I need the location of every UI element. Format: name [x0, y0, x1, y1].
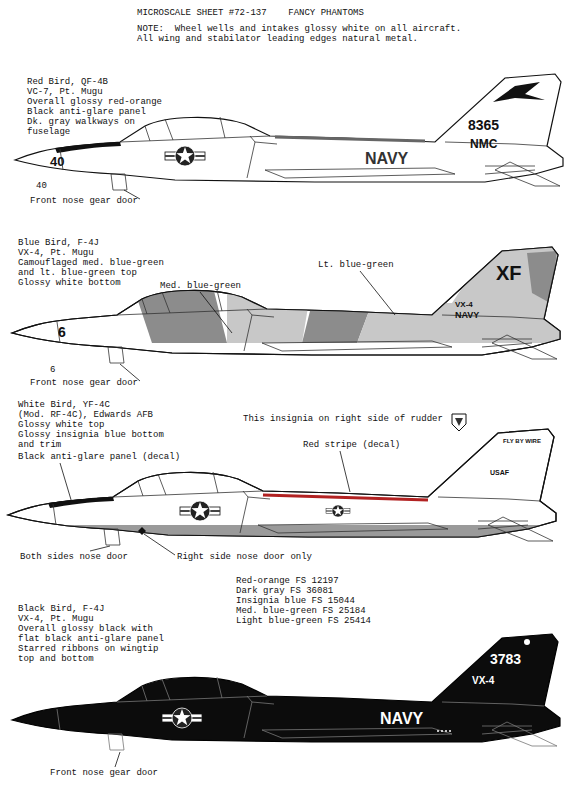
aircraft-marking: VX-4 — [455, 300, 473, 310]
spec-text: Glossy insignia blue bottom and trim — [18, 430, 168, 450]
aircraft-marking: VX-4 — [472, 675, 494, 686]
color-spec: Red-orange FS 12197 — [236, 576, 339, 586]
aircraft-marking: NAVY — [365, 150, 408, 168]
color-spec: Med. blue-green FS 25184 — [236, 606, 366, 616]
spec-text: VX-4, Pt. Mugu — [18, 248, 94, 258]
spec-text: VC-7, Pt. Mugu — [27, 87, 103, 97]
aircraft-marking: 40 — [50, 155, 64, 169]
spec-text: Glossy white bottom — [18, 278, 121, 288]
spec-text: Overall glossy black with flat black ant… — [18, 624, 178, 644]
spec-text: Red Bird, QF-4B — [27, 77, 108, 87]
callout-text: This insignia on right side of rudder — [243, 414, 443, 424]
callout-text: Front nose gear door — [50, 768, 158, 778]
aircraft-marking: 3783 — [490, 652, 521, 667]
spec-text: VX-4, Pt. Mugu — [18, 614, 94, 624]
callout-text: Front nose gear door — [30, 196, 138, 206]
aircraft-marking: USAF — [490, 468, 509, 478]
spec-text: Camouflaged med. blue-green and lt. blue… — [18, 258, 168, 278]
callout-text: Right side nose door only — [177, 552, 312, 562]
aircraft-marking: NAVY — [455, 310, 479, 320]
callout-text: Med. blue-green — [160, 281, 241, 291]
spec-text: Blue Bird, F-4J — [18, 238, 99, 248]
aircraft-marking: FLY BY WIRE — [503, 436, 541, 446]
callout-text: Red stripe (decal) — [303, 440, 400, 450]
sheet-title: MICROSCALE SHEET #72-137 FANCY PHANTOMS — [137, 8, 364, 18]
spec-text: (Mod. RF-4C), Edwards AFB — [18, 410, 153, 420]
callout-number: 6 — [50, 365, 55, 375]
spec-text: Overall glossy red-orange — [27, 97, 162, 107]
callout-text: Black anti-glare panel (decal) — [18, 452, 180, 462]
color-spec: Dark gray FS 36081 — [236, 586, 333, 596]
spec-text: Black Bird, F-4J — [18, 604, 104, 614]
spec-text: White Bird, YF-4C — [18, 400, 110, 410]
color-spec: Light blue-green FS 25414 — [236, 616, 371, 626]
callout-number: 40 — [36, 181, 47, 191]
callout-text: Both sides nose door — [20, 552, 128, 562]
aircraft-marking: 8365 — [468, 118, 499, 133]
aircraft-marking: 6 — [58, 325, 66, 340]
aircraft-marking: NAVY — [380, 710, 423, 728]
note-text: NOTE: Wheel wells and intakes glossy whi… — [137, 24, 482, 44]
callout-text: Front nose gear door — [30, 378, 138, 388]
callout-text: Lt. blue-green — [318, 260, 394, 270]
spec-text: Black anti-glare panel — [27, 107, 146, 117]
spec-text: Starred ribbons on wingtip top and botto… — [18, 644, 168, 664]
spec-text: Dk. gray walkways on fuselage — [27, 117, 147, 137]
aircraft-marking: NMC — [470, 138, 497, 151]
aircraft-marking: XF — [496, 262, 522, 284]
spec-text: Glossy white top — [18, 420, 104, 430]
color-spec: Insignia blue FS 15044 — [236, 596, 355, 606]
